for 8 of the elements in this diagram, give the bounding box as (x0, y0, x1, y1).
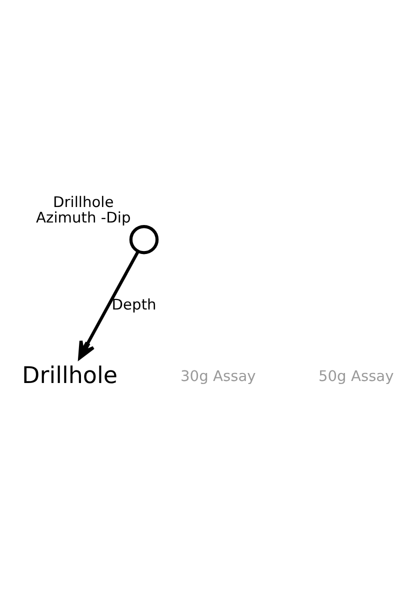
label: 30g Assay (180, 367, 256, 384)
node-text: Drillhole (22, 362, 118, 388)
node-label: Drillhole (52, 193, 114, 210)
node-label: Azimuth -Dip (36, 209, 130, 226)
edge-label: Depth (111, 296, 156, 313)
label: 50g Assay (318, 367, 394, 384)
arrow (78, 250, 139, 360)
node-circle (128, 224, 158, 254)
